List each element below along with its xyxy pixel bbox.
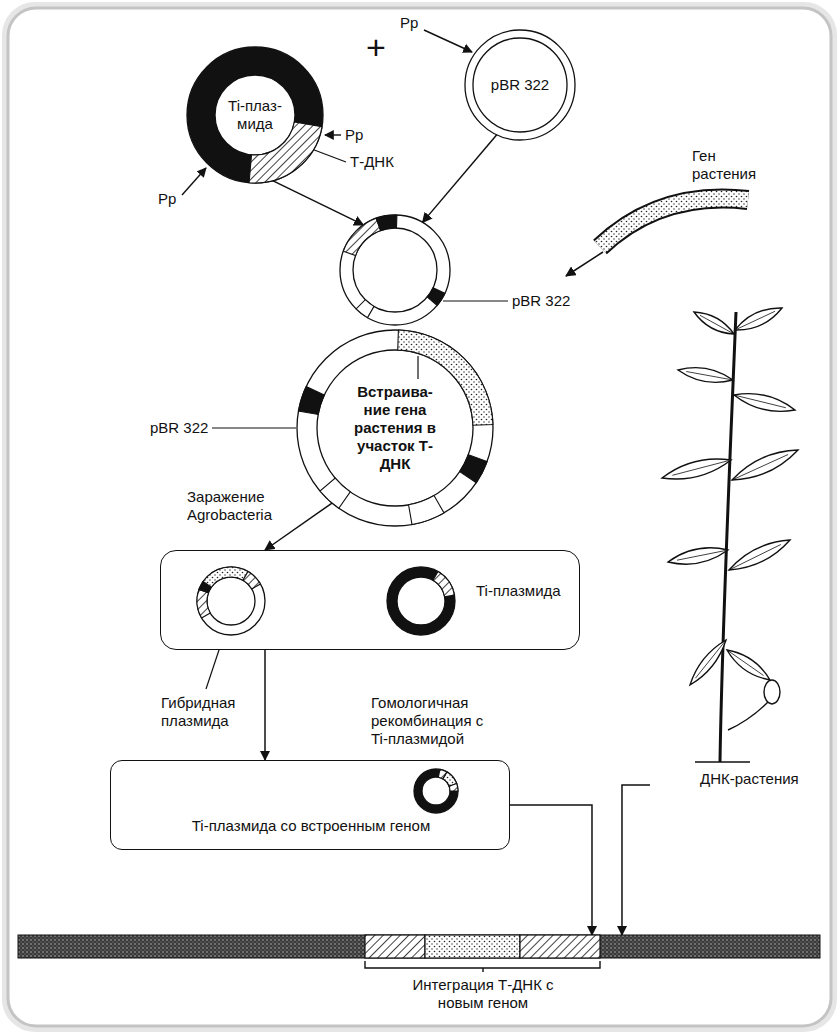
- node-outline: [18, 935, 820, 958]
- transformed-agrobacterium: Ti-плазмида со встроенным геном: [110, 760, 510, 850]
- plasmid-segment: [409, 496, 444, 525]
- plant-leaf: [668, 548, 728, 564]
- vector-label: pBR 322: [512, 292, 570, 310]
- leader-line: [443, 300, 508, 301]
- dna-segment: [425, 935, 520, 958]
- plasmid-name: Ti-плаз- мида: [219, 97, 291, 133]
- connector-arrow: [622, 785, 650, 935]
- plasmid-ring: [465, 30, 575, 140]
- dna-segment: [520, 935, 600, 958]
- node-outline: [197, 567, 265, 635]
- connector-arrow: [510, 805, 592, 935]
- ti-plasmid-ring: Ti-плазмида: [387, 567, 455, 635]
- plant-leaf: [694, 312, 734, 334]
- leaf-vein: [686, 372, 733, 381]
- ground-line: [695, 761, 750, 762]
- plant-illustration: ДНК-растения: [650, 300, 810, 792]
- plant-leaf: [727, 650, 770, 680]
- plasmid-segment: [460, 455, 487, 483]
- connector-arrow: [273, 181, 364, 225]
- frame: [8, 8, 831, 1026]
- plasmid-segment: [343, 218, 380, 255]
- plasmid-label: Ti-плазмида: [476, 582, 561, 600]
- site-arrow: [424, 30, 472, 52]
- connector-arrow: [423, 135, 497, 223]
- integration-caption: Интеграция Т-ДНК с новым геном: [398, 976, 568, 1012]
- leaf-vein: [732, 455, 788, 481]
- plasmid-segment: [449, 783, 458, 791]
- insert-arrow: [566, 252, 603, 276]
- site-label: Рр: [345, 126, 363, 144]
- connector-arrow: [264, 650, 266, 760]
- leaf-vein: [677, 550, 728, 560]
- site-label: Рр: [400, 14, 418, 32]
- plasmid-segment: [243, 572, 260, 589]
- plasmid-segment: [356, 300, 374, 318]
- plant-leaf: [729, 540, 790, 570]
- leaf-vein: [695, 640, 726, 678]
- leaf-vein: [727, 650, 764, 676]
- node-outline: [340, 215, 450, 325]
- insertion-ring: Встраива- ние гена растения в участок Т-…: [297, 330, 493, 526]
- plant-leaf: [734, 394, 795, 412]
- plasmid-ring: [387, 567, 455, 635]
- plasmid-segment: [433, 572, 454, 597]
- plant-leaf: [662, 459, 731, 479]
- plasmid-segment: [376, 215, 397, 231]
- plasmid-segment: [298, 387, 324, 415]
- hybrid-plasmid-ring: pBR 322: [340, 215, 450, 325]
- leaf-vein: [729, 545, 781, 571]
- segment-label: Т-ДНК: [350, 153, 394, 171]
- leader-line: [212, 427, 296, 428]
- plasmid-ring: [197, 567, 265, 635]
- plasmid-label: Гибридная плазмида: [161, 694, 256, 730]
- plant-leaf: [735, 308, 782, 330]
- dna-strand: [18, 935, 820, 958]
- gene-label: Ген растения: [692, 147, 772, 183]
- process-note: Гомологичная рекомбинация с Ti-плазмидой: [371, 694, 496, 748]
- edge-label: Заражение Agrobacteria: [185, 488, 289, 524]
- plasmid-segment: [427, 288, 445, 306]
- plasmid-ring: [297, 330, 493, 526]
- step-caption: Встраива- ние гена растения в участок Т-…: [349, 383, 441, 473]
- gene-fragment: [600, 199, 748, 247]
- plasmid-segment: [203, 567, 248, 587]
- gene-fragment: [600, 199, 748, 247]
- plant-leaf: [678, 368, 733, 383]
- node-outline: [650, 300, 810, 792]
- plant-label: ДНК-растения: [700, 770, 799, 788]
- agrobacterium-cell: Гомологичная рекомбинация с Ti-плазмидой…: [160, 550, 580, 650]
- plasmid-ring: [340, 215, 450, 325]
- leader-line: [309, 148, 346, 162]
- plant-leaf: [690, 640, 726, 685]
- plasmid-segment: [320, 478, 350, 508]
- plant-bud: [764, 680, 780, 704]
- leader-line: [417, 356, 418, 379]
- site-arrow: [182, 168, 206, 195]
- plasmid-segment: [197, 589, 210, 618]
- node-outline: [387, 567, 455, 635]
- plant-dna-band: Интеграция Т-ДНК с новым геном: [18, 935, 820, 958]
- hybrid-plasmid-ring: Гибридная плазмида: [197, 567, 265, 635]
- ti-plasmid-ring: Ti-плаз- мида: [187, 47, 323, 183]
- bracket: [365, 961, 600, 972]
- frame-shadow: [5, 5, 834, 1029]
- step-caption: Ti-плазмида со встроенным геном: [131, 817, 491, 835]
- site-label: Рр: [158, 190, 176, 208]
- pbr322-ring: pBR 322: [465, 30, 575, 140]
- dna-segment: [365, 935, 425, 958]
- leaf-vein: [734, 395, 786, 408]
- node-outline: [111, 761, 511, 851]
- vector-label: pBR 322: [150, 419, 208, 437]
- bud-stalk: [728, 702, 768, 730]
- plasmid-ring: [414, 769, 458, 813]
- leaf-vein: [735, 311, 775, 330]
- leaf-vein: [672, 460, 731, 475]
- plus-sign: +: [366, 30, 386, 64]
- site-arrow: [325, 134, 341, 135]
- plasmid-ring: [187, 47, 323, 183]
- plasmid-name: pBR 322: [491, 76, 549, 94]
- leaf-vein: [700, 315, 734, 334]
- plant-leaf: [732, 450, 798, 480]
